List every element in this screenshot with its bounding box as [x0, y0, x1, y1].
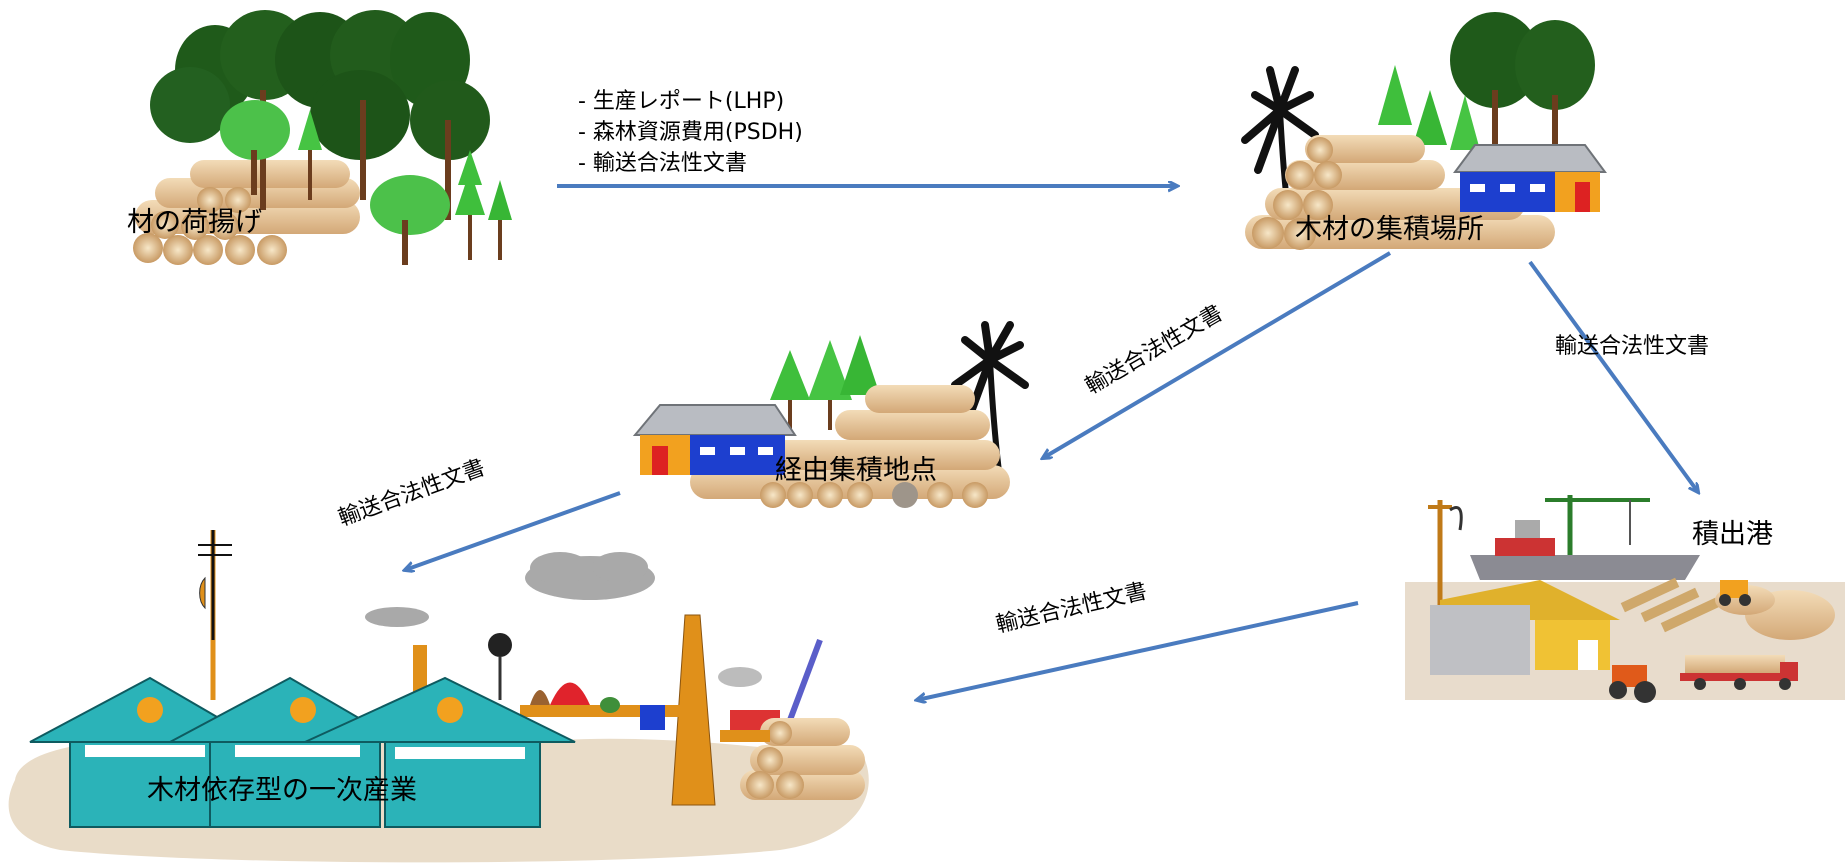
tractor [1609, 665, 1656, 703]
document-label-logyard-to-port: 輸送合法性文書 [1555, 334, 1710, 359]
flow-arrows [405, 186, 1698, 700]
document-item: - 森林資源費用(PSDH) [578, 120, 803, 145]
node-label-industry: 木材依存型の一次産業 [147, 775, 417, 806]
arrow-port-to-industry [917, 601, 1359, 700]
transit-point-illustration [632, 321, 1029, 508]
clouds [365, 552, 762, 687]
node-label-harvest: 材の荷揚げ [127, 207, 262, 238]
port-illustration [1405, 495, 1845, 703]
forest-trees [150, 10, 512, 265]
document-list-harvest-to-logyard: - 生産レポート(LHP) - 森林資源費用(PSDH) - 輸送合法性文書 [578, 86, 803, 179]
industry-illustration [8, 530, 869, 863]
logyard-illustration [1241, 12, 1607, 250]
yard-trees [1378, 12, 1595, 150]
node-label-logyard: 木材の集積場所 [1295, 214, 1484, 245]
arrow-transit-to-industry [405, 491, 621, 570]
arrow-logyard-to-transit [1043, 251, 1392, 458]
log-pile [690, 385, 1010, 508]
node-label-transit: 経由集積地点 [775, 455, 937, 486]
harvest-site-illustration [133, 10, 512, 265]
log-pile [133, 160, 360, 265]
loader [1719, 580, 1751, 606]
shed [632, 404, 797, 475]
shed [1453, 144, 1607, 212]
node-label-port: 積出港 [1692, 519, 1773, 550]
transit-trees [770, 335, 880, 430]
timber-stacks [1620, 577, 1835, 640]
log-truck [1680, 655, 1798, 690]
antenna [198, 530, 232, 700]
log-pile [1245, 135, 1555, 250]
farm [488, 633, 665, 730]
log-pile [720, 718, 865, 800]
factory-buildings [29, 676, 576, 828]
document-item: - 生産レポート(LHP) [578, 89, 785, 114]
document-item: - 輸送合法性文書 [578, 151, 747, 176]
ship [1470, 555, 1700, 580]
arrow-logyard-to-port [1528, 260, 1698, 492]
silo [1430, 605, 1530, 675]
